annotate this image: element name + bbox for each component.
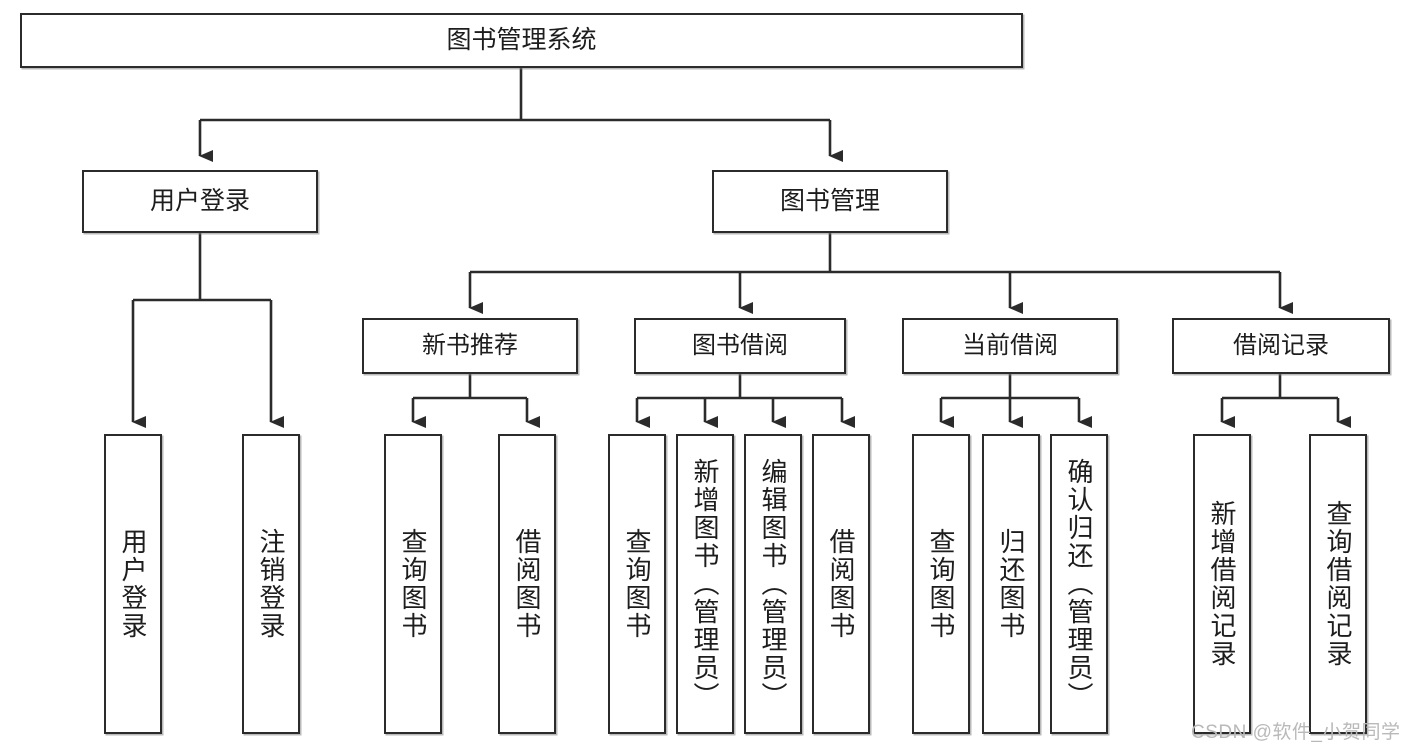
node-label: 当前借阅 <box>962 331 1058 359</box>
node-borrow-record[interactable]: 借阅记录 <box>1172 318 1390 374</box>
node-label: 图书管理 <box>779 186 880 215</box>
node-user-login[interactable]: 用户登录 <box>82 170 318 233</box>
leaf-borrow-record-add-record[interactable]: 新增借阅记录 <box>1193 434 1251 734</box>
node-label: 新增图书（管理员） <box>690 458 720 710</box>
node-book-borrow[interactable]: 图书借阅 <box>634 318 846 374</box>
leaf-current-borrow-confirm-return-admin[interactable]: 确认归还（管理员） <box>1050 434 1108 734</box>
node-label: 借阅图书 <box>512 528 542 640</box>
leaf-book-borrow-borrow-book[interactable]: 借阅图书 <box>812 434 870 734</box>
leaf-user-login-login[interactable]: 用户登录 <box>104 434 162 734</box>
leaf-current-borrow-query-book[interactable]: 查询图书 <box>912 434 970 734</box>
leaf-current-borrow-return-book[interactable]: 归还图书 <box>982 434 1040 734</box>
node-label: 查询图书 <box>622 528 652 640</box>
leaf-borrow-record-query-record[interactable]: 查询借阅记录 <box>1309 434 1367 734</box>
node-label: 借阅记录 <box>1233 331 1329 359</box>
leaf-book-borrow-edit-book-admin[interactable]: 编辑图书（管理员） <box>744 434 802 734</box>
node-label: 查询借阅记录 <box>1323 500 1353 668</box>
leaf-user-login-logout[interactable]: 注销登录 <box>242 434 300 734</box>
node-current-borrow[interactable]: 当前借阅 <box>902 318 1118 374</box>
node-label: 新书推荐 <box>422 331 518 359</box>
node-label: 借阅图书 <box>826 528 856 640</box>
node-label: 查询图书 <box>398 528 428 640</box>
leaf-new-book-borrow-book[interactable]: 借阅图书 <box>498 434 556 734</box>
node-label: 图书管理系统 <box>446 25 597 54</box>
node-root-book-management-system[interactable]: 图书管理系统 <box>20 13 1023 68</box>
node-label: 注销登录 <box>256 528 286 640</box>
leaf-book-borrow-query-book[interactable]: 查询图书 <box>608 434 666 734</box>
node-label: 归还图书 <box>996 528 1026 640</box>
node-label: 用户登录 <box>149 186 250 215</box>
node-label: 确认归还（管理员） <box>1064 458 1094 710</box>
leaf-book-borrow-add-book-admin[interactable]: 新增图书（管理员） <box>676 434 734 734</box>
node-label: 用户登录 <box>118 528 148 640</box>
node-book-management[interactable]: 图书管理 <box>712 170 948 233</box>
node-new-book-recommend[interactable]: 新书推荐 <box>362 318 578 374</box>
node-label: 编辑图书（管理员） <box>758 458 788 710</box>
watermark-text: CSDN @软件_小贺同学 <box>1191 722 1401 743</box>
node-label: 新增借阅记录 <box>1207 500 1237 668</box>
leaf-new-book-query-book[interactable]: 查询图书 <box>384 434 442 734</box>
node-label: 图书借阅 <box>692 331 788 359</box>
node-label: 查询图书 <box>926 528 956 640</box>
